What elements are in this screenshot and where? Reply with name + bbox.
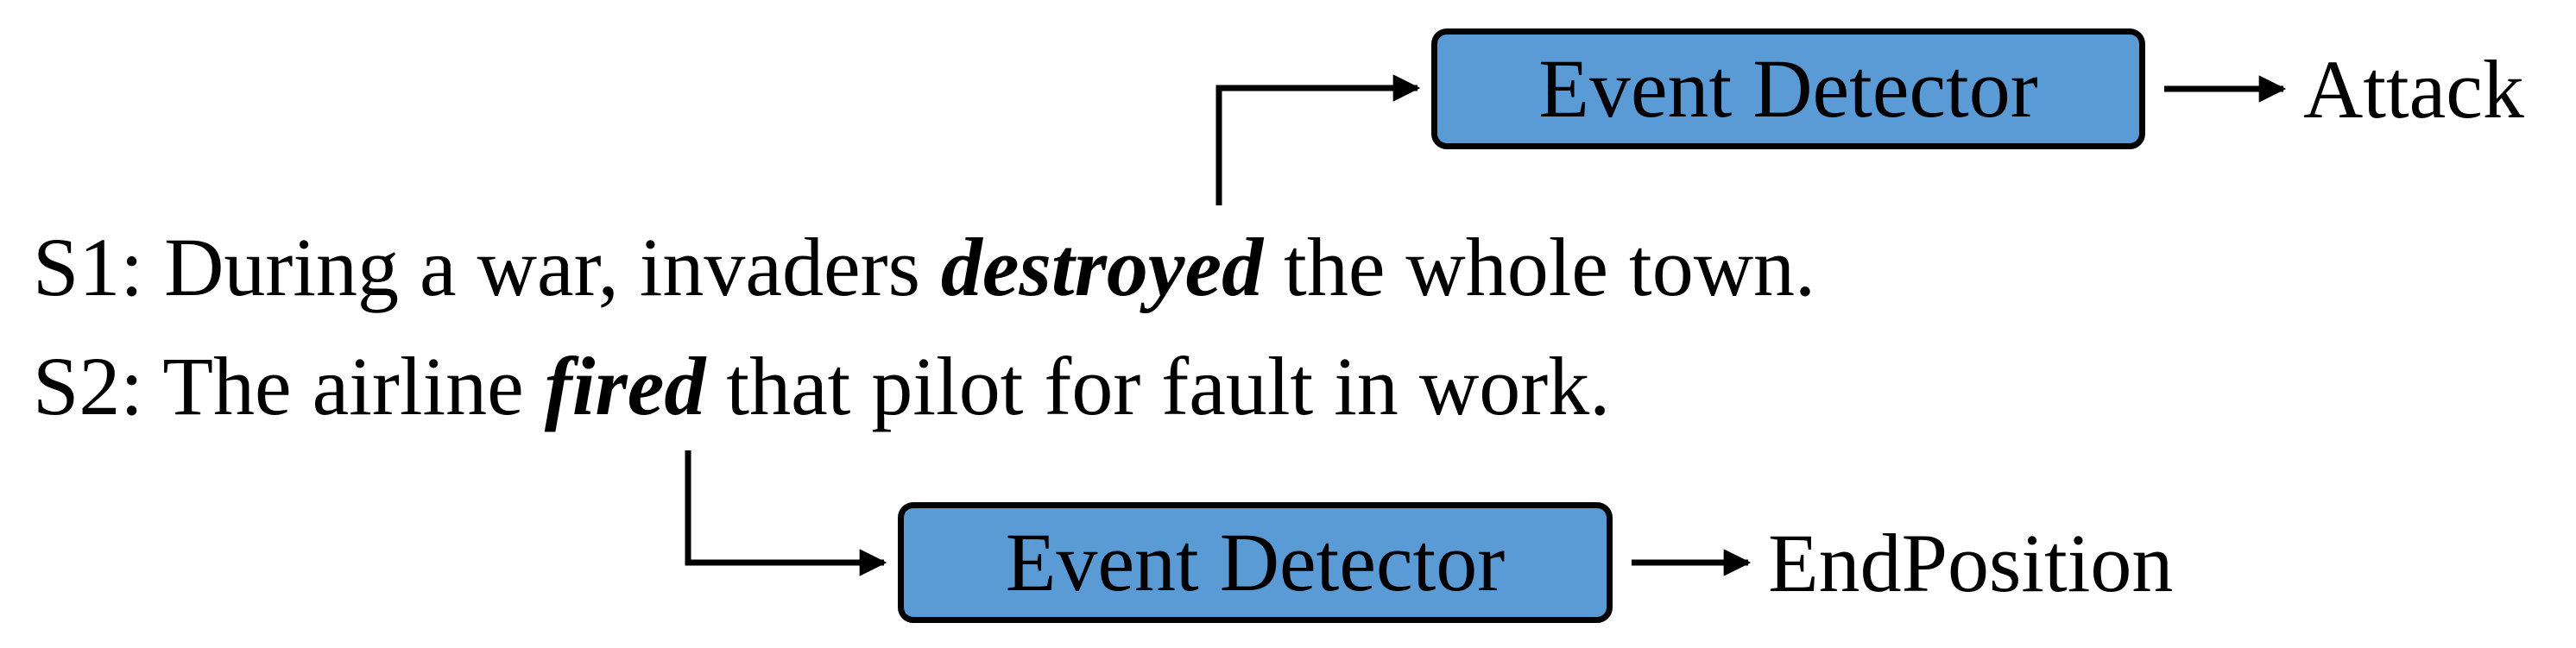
event-type-output-1: Attack	[2303, 43, 2524, 135]
sentence-s2: S2: The airline fired that pilot for fau…	[33, 345, 1610, 428]
sentence-s2-after: that pilot for fault in work.	[726, 340, 1611, 432]
event-detector-label-1: Event Detector	[1538, 42, 2038, 135]
event-detector-box-2: Event Detector	[898, 502, 1613, 623]
event-detector-box-1: Event Detector	[1431, 28, 2145, 149]
sentence-s1-trigger: destroyed	[940, 221, 1264, 313]
sentence-s2-trigger: fired	[544, 340, 706, 432]
sentence-s1-id: S1:	[33, 221, 144, 313]
sentence-s1-after: the whole town.	[1284, 221, 1816, 313]
trigger-to-detector-1-arrow	[1215, 74, 1421, 205]
sentence-s2-id: S2:	[33, 340, 144, 432]
event-type-output-2: EndPosition	[1768, 517, 2174, 609]
sentence-s1-before: During a war, invaders	[164, 221, 920, 313]
sentence-s2-before: The airline	[162, 340, 524, 432]
sentence-s1: S1: During a war, invaders destroyed the…	[33, 226, 1815, 309]
event-detector-label-2: Event Detector	[1005, 516, 1506, 608]
trigger-to-detector-2-arrow	[685, 450, 887, 576]
